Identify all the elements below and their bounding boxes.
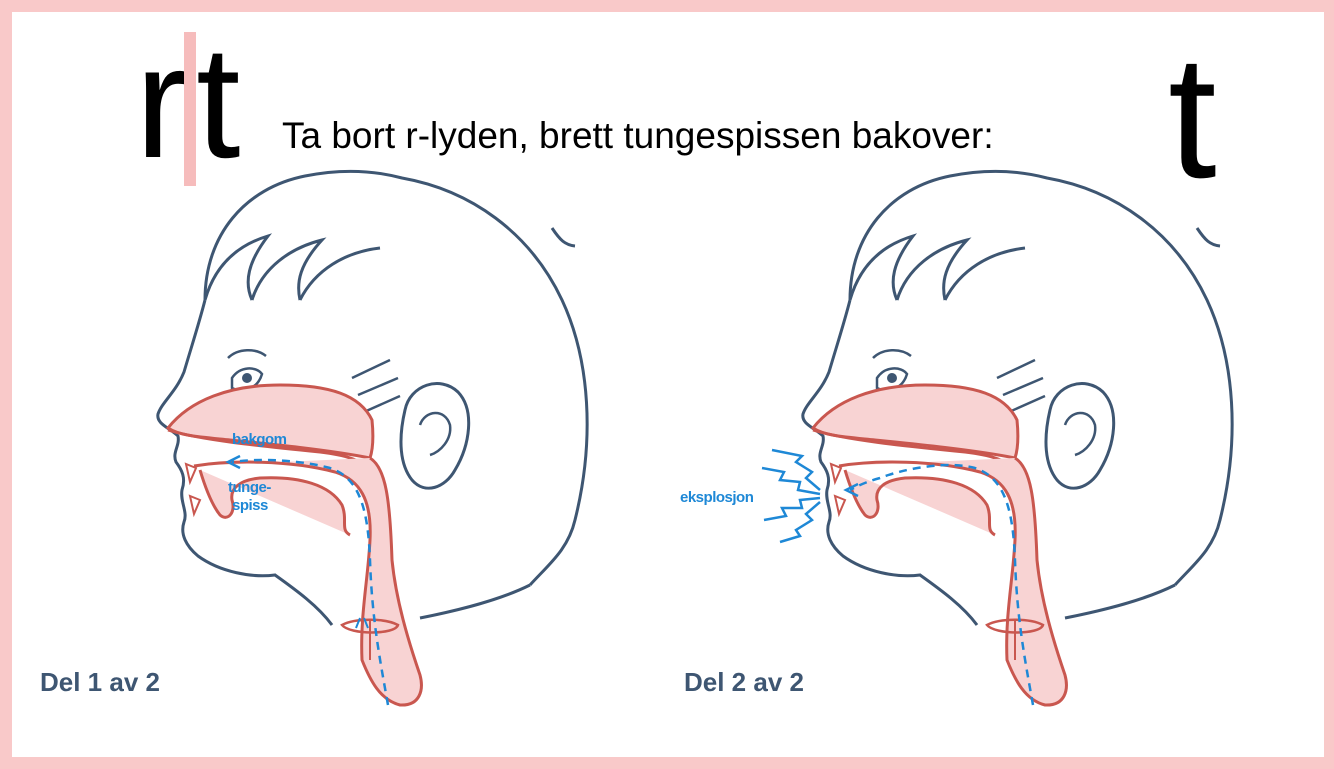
part-label-2: Del 2 av 2 xyxy=(684,667,804,698)
palate-label: bakgom xyxy=(232,432,287,449)
burst-label: eksplosjon xyxy=(680,490,753,507)
tongue-tip-label-line2: spiss xyxy=(232,498,268,515)
head-profile-icon xyxy=(158,171,587,705)
part-label-1: Del 1 av 2 xyxy=(40,667,160,698)
head-profile-icon xyxy=(803,171,1232,705)
burst-icon xyxy=(762,450,820,542)
tongue-tip-label-line1: tunge- xyxy=(228,480,271,497)
